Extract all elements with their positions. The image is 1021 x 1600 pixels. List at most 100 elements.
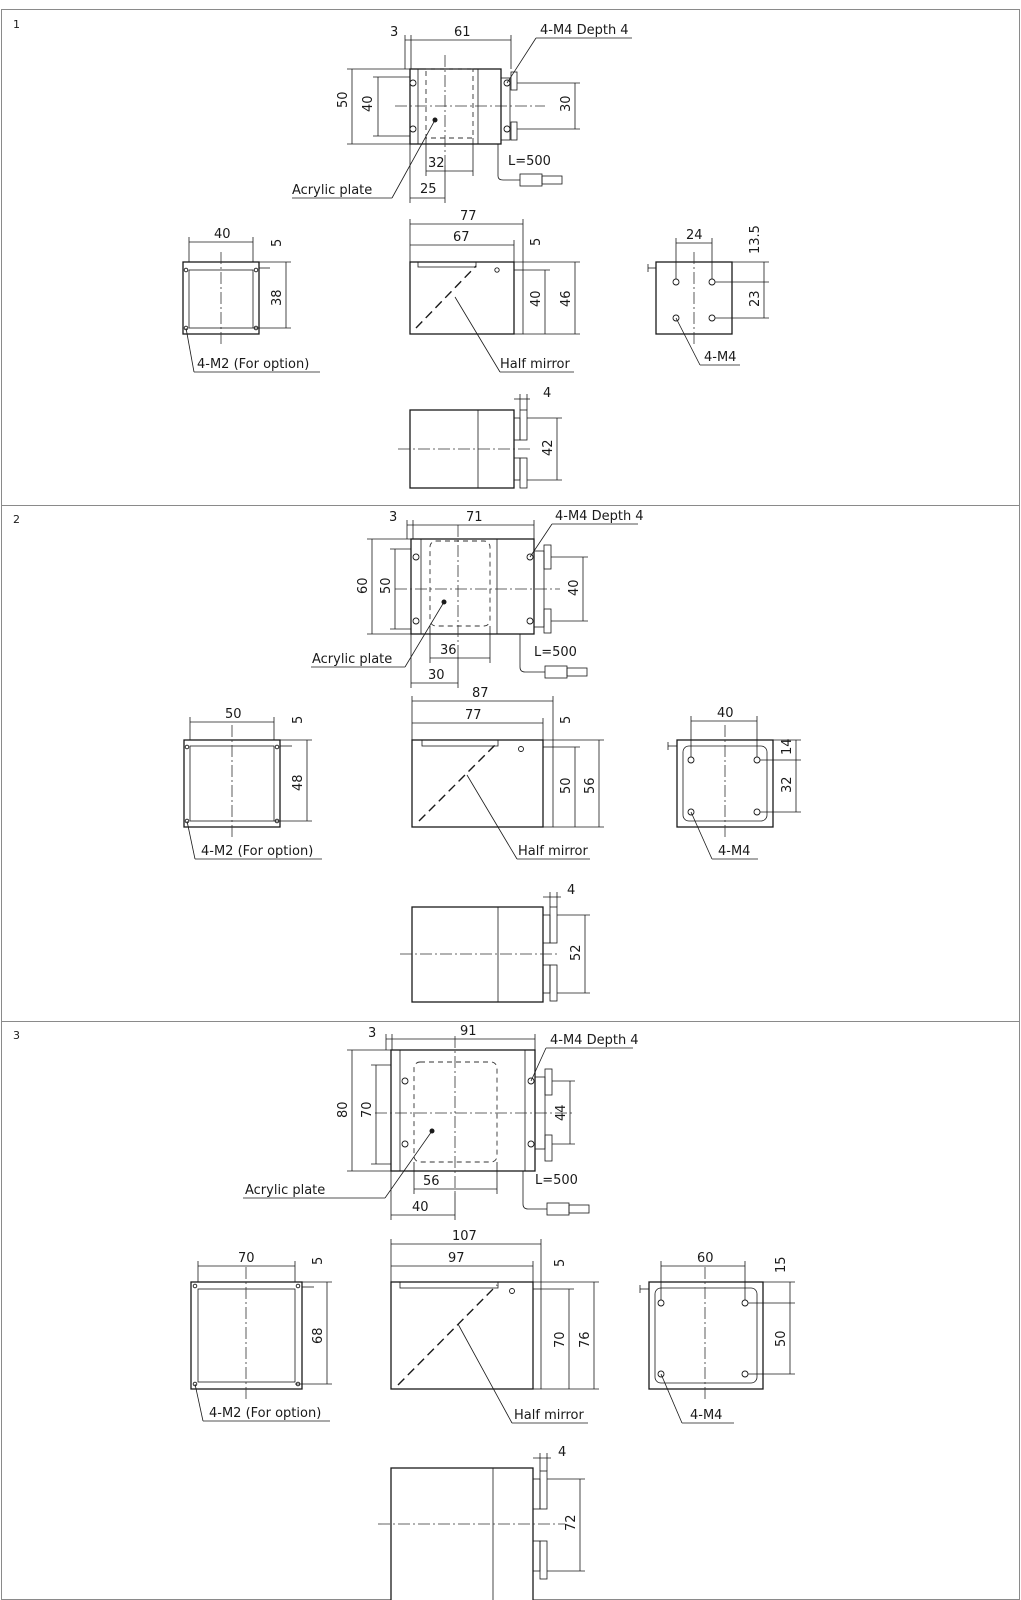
label-acrylic: Acrylic plate [245,1183,325,1198]
back-view: 60 15 50 4-M4 [639,1251,795,1424]
label-acrylic: Acrylic plate [292,183,372,198]
front-view: 107 97 5 70 76 Half mirror [390,1229,599,1424]
top-view: 3 61 50 40 30 32 25 L=500 4-M4 Depth 4 A… [292,23,632,203]
dim-inner-height: 50 [379,577,394,594]
dim-window: 36 [440,643,457,658]
dim-side-width: 70 [238,1251,255,1266]
panel-1: 1 3 61 50 40 [1,9,1020,506]
dim-hole-spacing: 40 [567,579,582,596]
dim-back-vspacing: 23 [748,290,763,307]
label-side-holes: 4-M2 (For option) [201,844,313,859]
dim-side-height: 38 [270,289,285,306]
dim-front-inner: 97 [448,1251,465,1266]
panel-3: 3 3 91 80 70 [1,1021,1020,1600]
dim-back-vspacing: 50 [774,1330,789,1347]
cable-length: L=500 [508,154,551,169]
cable-length: L=500 [534,645,577,660]
dim-bottom-flange: 4 [567,883,575,898]
label-mount-holes: 4-M4 Depth 4 [555,509,644,524]
panel-number: 2 [13,513,20,526]
dim-hole-spacing: 44 [554,1104,569,1121]
cable-length: L=500 [535,1173,578,1188]
top-view: 3 71 60 50 40 36 30 L=500 4-M4 Depth 4 A… [311,509,644,688]
top-view: 3 91 80 70 44 56 40 L=500 4-M4 Depth 4 A… [243,1024,639,1220]
dim-edge: 3 [390,25,398,40]
back-view: 40 14 32 4-M4 [667,706,801,860]
label-mirror: Half mirror [500,357,570,372]
dim-side-top: 5 [270,239,285,247]
side-view: 70 5 68 4-M2 (For option) [190,1251,332,1422]
panel-number: 3 [13,1029,20,1042]
side-view: 50 5 48 4-M2 (For option) [183,707,322,860]
label-side-holes: 4-M2 (For option) [197,357,309,372]
label-back-holes: 4-M4 [704,350,736,365]
dim-side-width: 50 [225,707,242,722]
dim-window: 56 [423,1174,440,1189]
dim-front-inner-height: 50 [559,777,574,794]
dim-height: 50 [336,91,351,108]
dim-side-width: 40 [214,227,231,242]
dim-edge: 3 [389,510,397,525]
dim-offset: 25 [420,182,437,197]
dim-width: 71 [466,510,483,525]
dim-bottom-height: 72 [564,1514,579,1531]
dim-edge: 3 [368,1026,376,1041]
dim-back-top: 14 [780,738,795,755]
dim-front-width: 107 [452,1229,477,1244]
dim-front-height: 46 [559,290,574,307]
dim-window: 32 [428,156,445,171]
label-back-holes: 4-M4 [690,1408,722,1423]
dim-width: 61 [454,25,471,40]
dim-back-top: 15 [774,1256,789,1273]
dim-front-inner-height: 70 [553,1331,568,1348]
bottom-view: 4 42 [398,386,562,489]
label-acrylic: Acrylic plate [312,652,392,667]
panel-2: 2 3 71 60 50 [1,505,1020,1022]
dim-front-inner: 77 [465,708,482,723]
label-mount-holes: 4-M4 Depth 4 [550,1033,639,1048]
dim-side-top: 5 [291,716,306,724]
label-side-holes: 4-M2 (For option) [209,1406,321,1421]
dim-offset: 30 [428,668,445,683]
dim-side-height: 68 [311,1327,326,1344]
dim-width: 91 [460,1024,477,1039]
panel-number: 1 [13,18,20,31]
dim-bottom-flange: 4 [543,386,551,401]
dim-front-top: 5 [529,238,544,246]
dim-inner-height: 70 [360,1101,375,1118]
bottom-view: 4 52 [400,883,590,1003]
dim-front-height: 76 [578,1331,593,1348]
dim-bottom-height: 52 [569,944,584,961]
dim-front-top: 5 [559,716,574,724]
dim-back-spacing: 40 [717,706,734,721]
dim-height: 80 [336,1101,351,1118]
dim-back-top: 13.5 [748,225,763,254]
dim-hole-spacing: 30 [559,95,574,112]
dim-inner-height: 40 [361,95,376,112]
dim-bottom-height: 42 [541,439,556,456]
back-view: 24 13.5 23 4-M4 [647,225,769,366]
front-view: 77 67 5 40 46 Half mirror [409,209,580,373]
dim-bottom-flange: 4 [558,1445,566,1460]
dim-side-top: 5 [311,1257,326,1265]
bottom-view: 4 72 [378,1445,585,1600]
label-back-holes: 4-M4 [718,844,750,859]
dim-offset: 40 [412,1200,429,1215]
dim-front-inner-height: 40 [529,290,544,307]
label-mount-holes: 4-M4 Depth 4 [540,23,629,38]
side-view: 40 5 38 4-M2 (For option) [182,227,320,373]
dim-front-width: 77 [460,209,477,224]
front-view: 87 77 5 50 56 Half mirror [411,686,604,860]
dim-front-height: 56 [583,777,598,794]
dim-back-spacing: 24 [686,228,703,243]
label-mirror: Half mirror [514,1408,584,1423]
dim-front-width: 87 [472,686,489,701]
dim-front-top: 5 [553,1259,568,1267]
dim-height: 60 [356,577,371,594]
dim-front-inner: 67 [453,230,470,245]
dim-back-spacing: 60 [697,1251,714,1266]
label-mirror: Half mirror [518,844,588,859]
dim-side-height: 48 [291,774,306,791]
dim-back-vspacing: 32 [780,776,795,793]
